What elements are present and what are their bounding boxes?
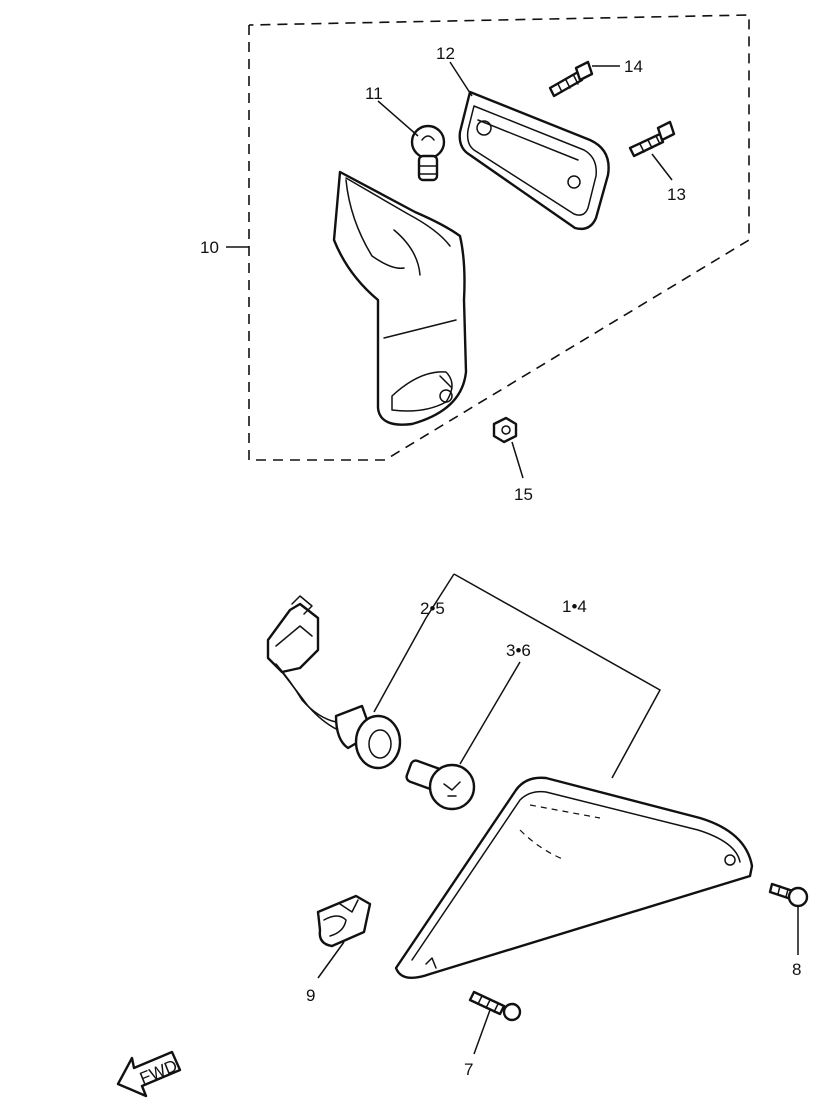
screw-8 — [768, 882, 809, 908]
nut-15 — [492, 416, 518, 444]
bracket-1-4 — [425, 573, 662, 779]
callout-3-6: 3•6 — [506, 641, 531, 660]
clip-9 — [316, 894, 372, 948]
signal-body-10 — [332, 170, 468, 426]
screw-7 — [468, 990, 522, 1022]
callout-8: 8 — [792, 960, 801, 979]
upper-leaders — [226, 61, 673, 479]
lens-1-4 — [394, 776, 754, 980]
socket-assembly-2-5 — [266, 595, 402, 770]
callout-7: 7 — [464, 1060, 473, 1079]
callout-12: 12 — [436, 44, 455, 63]
callout-15: 15 — [514, 485, 533, 504]
assembly-10-outline — [248, 14, 750, 461]
lower-leaders — [317, 617, 799, 1055]
fwd-label: FWD — [137, 1056, 180, 1088]
callout-13: 13 — [667, 185, 686, 204]
fwd-direction-arrow: FWD — [116, 1050, 182, 1098]
bulb-11 — [410, 124, 446, 182]
callout-1-4: 1•4 — [562, 597, 587, 616]
screw-14 — [548, 60, 594, 98]
callout-10: 10 — [200, 238, 219, 257]
callout-11: 11 — [365, 84, 383, 103]
bulb-3-6 — [405, 759, 476, 811]
callout-2-5: 2•5 — [420, 599, 445, 618]
screw-13 — [628, 120, 676, 158]
callout-9: 9 — [306, 986, 315, 1005]
lens-housing-12 — [458, 90, 610, 231]
callout-14: 14 — [624, 57, 643, 76]
